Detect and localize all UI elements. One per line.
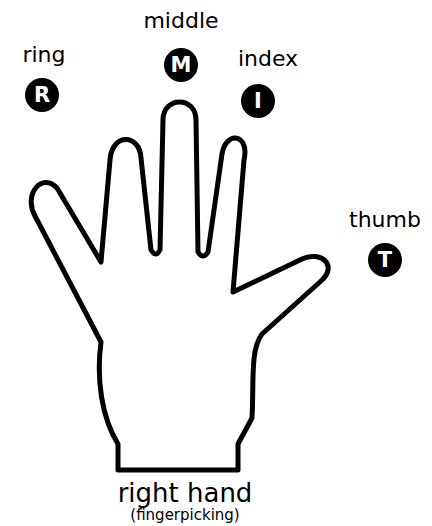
finger-name: middle <box>143 8 218 34</box>
finger-badge: T <box>368 243 402 277</box>
finger-letter: I <box>254 89 262 113</box>
finger-node: indexI <box>238 46 298 118</box>
finger-letter: T <box>378 248 392 272</box>
finger-node: thumbT <box>349 207 421 277</box>
diagram-caption: right hand <box>60 479 310 507</box>
caption-note: (fingerpicking) <box>60 507 310 524</box>
finger-badge: R <box>25 78 59 112</box>
finger-name: index <box>238 46 298 72</box>
finger-letter: R <box>34 83 50 107</box>
finger-badge: M <box>164 48 198 82</box>
finger-badge: I <box>241 84 275 118</box>
finger-name: ring <box>22 42 65 68</box>
finger-name: thumb <box>349 207 421 233</box>
finger-letter: M <box>171 53 192 77</box>
finger-node: middleM <box>143 8 218 82</box>
finger-node: ringR <box>22 42 65 112</box>
hand-outline-path <box>31 102 328 470</box>
